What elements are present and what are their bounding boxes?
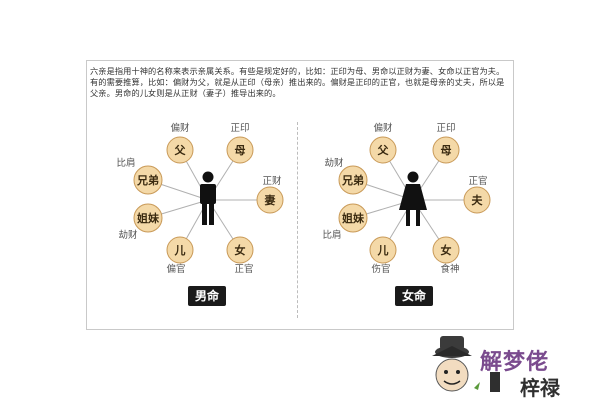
male-node-sisters-text: 姐妹 xyxy=(137,211,160,225)
female-label-husband: 正官 xyxy=(468,175,487,187)
female-node-mother: 母 正印 xyxy=(432,122,460,164)
male-label-brothers: 比肩 xyxy=(116,157,135,169)
male-node-brothers: 兄弟 比肩 xyxy=(116,157,163,195)
female-node-son-text: 儿 xyxy=(377,244,389,257)
male-label-father: 偏财 xyxy=(170,122,190,134)
female-node-son: 儿 伤官 xyxy=(369,236,397,275)
male-label-mother: 正印 xyxy=(230,122,249,134)
male-label-sisters: 劫财 xyxy=(118,229,138,241)
female-node-brothers: 兄弟 劫财 xyxy=(324,157,368,195)
male-node-brothers-text: 兄弟 xyxy=(136,173,159,187)
male-node-mother-text: 母 xyxy=(235,144,246,157)
female-badge-text: 女命 xyxy=(402,288,427,303)
male-node-daughter: 女 正官 xyxy=(226,236,254,275)
male-node-son-text: 儿 xyxy=(174,244,186,257)
female-node-brothers-text: 兄弟 xyxy=(341,173,364,187)
male-badge: 男命 xyxy=(188,286,226,306)
male-node-sisters: 姐妹 劫财 xyxy=(118,203,163,241)
center-divider xyxy=(297,122,298,318)
male-label-daughter: 正官 xyxy=(234,263,253,275)
female-figure xyxy=(399,171,427,226)
female-label-father: 偏财 xyxy=(373,122,393,134)
diagram-frame xyxy=(86,60,514,330)
male-figure xyxy=(200,171,216,225)
watermark-logo-icon xyxy=(432,336,500,392)
female-node-father: 父 偏财 xyxy=(369,122,397,164)
male-label-wife: 正财 xyxy=(262,175,282,187)
watermark-text-bottom: 梓禄 xyxy=(520,376,560,400)
female-node-father-text: 父 xyxy=(377,144,390,157)
female-label-brothers: 劫财 xyxy=(324,157,344,169)
male-node-mother: 母 正印 xyxy=(226,122,254,164)
male-node-father-text: 父 xyxy=(174,144,187,157)
female-node-sisters: 姐妹 比肩 xyxy=(322,203,368,241)
female-label-mother: 正印 xyxy=(436,122,455,134)
female-node-husband-text: 夫 xyxy=(472,193,484,207)
male-node-son: 儿 偏官 xyxy=(166,236,194,275)
male-badge-text: 男命 xyxy=(195,288,220,303)
female-label-daughter: 食神 xyxy=(440,263,459,275)
watermark-text-top: 解梦佬 xyxy=(480,349,550,375)
female-node-daughter-text: 女 xyxy=(441,243,452,257)
female-node-mother-text: 母 xyxy=(441,144,452,157)
male-node-daughter-text: 女 xyxy=(235,243,246,257)
male-label-son: 偏官 xyxy=(166,263,185,275)
male-node-father: 父 偏财 xyxy=(166,122,194,164)
female-node-husband: 夫 正官 xyxy=(463,175,491,214)
female-badge: 女命 xyxy=(395,286,433,306)
female-node-sisters-text: 姐妹 xyxy=(342,211,365,225)
male-node-wife: 妻 正财 xyxy=(256,175,284,214)
female-node-daughter: 女 食神 xyxy=(432,236,460,275)
female-label-son: 伤官 xyxy=(371,263,390,275)
intro-paragraph: 六亲是指用十神的名称来表示亲属关系。有些是规定好的，比如：正印为母、男命以正财为… xyxy=(90,66,505,98)
female-label-sisters: 比肩 xyxy=(322,229,341,241)
male-node-wife-text: 妻 xyxy=(265,193,276,207)
